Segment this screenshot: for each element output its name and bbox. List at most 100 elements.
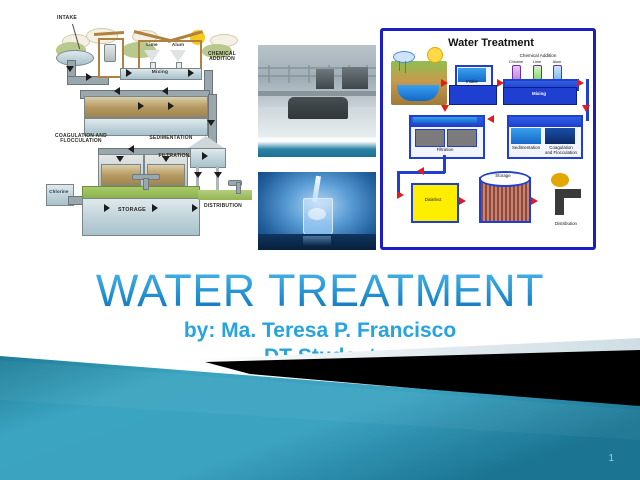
diagram-right-label-distribution: Distribution <box>555 221 577 226</box>
sedimentation-basin-mid <box>84 118 208 136</box>
flow-arrow-icon <box>162 87 168 95</box>
diagram-left-label-lime: Lime <box>146 42 158 47</box>
diagram-left-label-alum: Alum <box>171 42 185 47</box>
diagram-right-label-alum: Alum <box>552 60 562 64</box>
diagram-left-label-sedimentation: SEDIMENTATION <box>149 135 193 141</box>
storage-tank-top <box>479 171 531 187</box>
flow-arrow-icon <box>459 197 466 205</box>
flow-arrow-icon <box>214 172 222 178</box>
flow-arrow-icon <box>162 156 170 162</box>
banner-teal-highlight <box>0 360 640 440</box>
chlorine-unit <box>46 184 74 206</box>
railing-line <box>258 67 376 69</box>
filtration-roof-water <box>413 117 477 123</box>
mixing-channel <box>120 68 202 80</box>
flow-arrow-icon <box>192 204 198 212</box>
tap-handle-icon <box>551 173 569 187</box>
flow-arrow-icon <box>86 73 92 81</box>
rain-cloud-icon <box>393 51 415 63</box>
flow-arrow-icon <box>202 152 208 160</box>
plant-equipment <box>342 67 368 89</box>
water-tower-leg-left <box>196 166 199 194</box>
diagram-left-label-distribution: DISTRIBUTION <box>204 203 242 209</box>
flow-arrow-icon <box>397 191 404 199</box>
diagram-right-label-chemical-addition: Chemical Addition <box>519 53 557 58</box>
faucet-spout <box>236 182 241 194</box>
pipe-disinfect-down <box>397 171 400 197</box>
railing-post <box>268 65 270 83</box>
storage-pump-stem <box>143 178 149 190</box>
diagram-right-label-storage: Storage <box>495 173 511 178</box>
coagulation-line2: and Flocculation <box>545 150 577 156</box>
page-number: 1 <box>608 453 614 464</box>
alum-funnel-icon <box>170 50 186 62</box>
diagram-right-title: Water Treatment <box>448 37 534 49</box>
diagram-right-water-treatment-schematic: Water Treatment Intake Chemical Addition… <box>380 28 596 250</box>
image-strip: INTAKE Lime Alum Mixing <box>42 8 596 250</box>
diagram-left-label-chlorine: Chlorine <box>49 189 69 194</box>
source-water-body <box>397 85 439 101</box>
coagulation-panel <box>545 128 575 144</box>
railing-post <box>288 65 290 83</box>
diagram-left-label-storage: STORAGE <box>118 207 146 213</box>
coagulation-line1: COAGULATION AND <box>55 133 107 139</box>
flow-arrow-icon <box>114 87 120 95</box>
flow-arrow-icon <box>126 69 132 77</box>
coagulation-line2: FLOCCULATION <box>60 138 102 145</box>
weir-structure <box>288 97 348 119</box>
diagram-right-label-sedimentation: Sedimentation <box>511 145 541 150</box>
flow-arrow-icon <box>577 79 584 87</box>
diagram-right-label-coagulation: Coagulation and Flocculation <box>541 145 581 155</box>
diagram-right-label-chlorine: Chlorine <box>508 60 524 64</box>
chemical-addition-line2: ADDITION <box>209 56 235 63</box>
chemical-addition-line1: CHEMICAL <box>208 51 236 57</box>
pipe-filtration-down <box>443 155 446 173</box>
water-tower-roof <box>188 136 224 148</box>
diagram-left-label-intake: INTAKE <box>56 15 78 21</box>
flow-arrow-icon <box>116 156 124 162</box>
flow-arrow-icon <box>441 105 449 112</box>
lime-funnel-icon <box>144 50 160 62</box>
flow-arrow-icon <box>207 120 215 126</box>
water-splash <box>308 208 326 220</box>
banner-shapes <box>0 338 640 480</box>
photo-water-treatment-plant <box>258 45 376 157</box>
tap-vertical <box>555 189 564 215</box>
flow-arrow-icon <box>582 105 590 112</box>
faucet-icon <box>228 180 242 186</box>
mixing-basin <box>503 87 577 105</box>
flow-arrow-icon <box>497 79 504 87</box>
diagram-right-label-lime: Lime <box>532 60 542 64</box>
diagram-left-water-treatment-flow: INTAKE Lime Alum Mixing <box>42 8 252 250</box>
rain-streak <box>405 61 406 73</box>
flow-arrow-icon <box>417 167 424 175</box>
plant-equipment <box>316 69 334 89</box>
diagram-left-label-chemical-addition: CHEMICAL ADDITION <box>196 51 248 63</box>
diagram-left-label-filtration: FILTRATION <box>158 153 190 159</box>
flow-arrow-icon <box>66 66 74 72</box>
diagram-left-label-coagulation: COAGULATION AND FLOCCULATION <box>44 133 118 145</box>
tap-spout <box>555 189 581 198</box>
diagram-right-label-intake: Intake <box>466 79 478 84</box>
water-tower-tank <box>190 148 226 168</box>
flow-arrow-icon <box>531 197 538 205</box>
pump-unit <box>104 44 116 62</box>
subtitle-author: by: Ma. Teresa P. Francisco <box>183 319 457 342</box>
filter-bed-left <box>415 129 445 147</box>
flow-arrow-icon <box>104 204 110 212</box>
intake-base <box>449 85 497 105</box>
flow-arrow-icon <box>138 102 144 110</box>
distribution-land <box>198 190 252 200</box>
railing-post <box>308 65 310 83</box>
sedimentation-panel <box>511 128 541 144</box>
disinfect-unit <box>411 183 459 223</box>
diagram-right-label-filtration: Filtration <box>436 147 454 152</box>
rain-streak <box>399 61 400 71</box>
sedimentation-basin-upper <box>84 96 208 118</box>
storage-reservoir <box>82 198 200 236</box>
flow-arrow-icon <box>152 204 158 212</box>
flow-arrow-icon <box>128 145 134 153</box>
flow-arrow-icon <box>194 172 202 178</box>
pipe-mixing-down <box>586 79 589 121</box>
